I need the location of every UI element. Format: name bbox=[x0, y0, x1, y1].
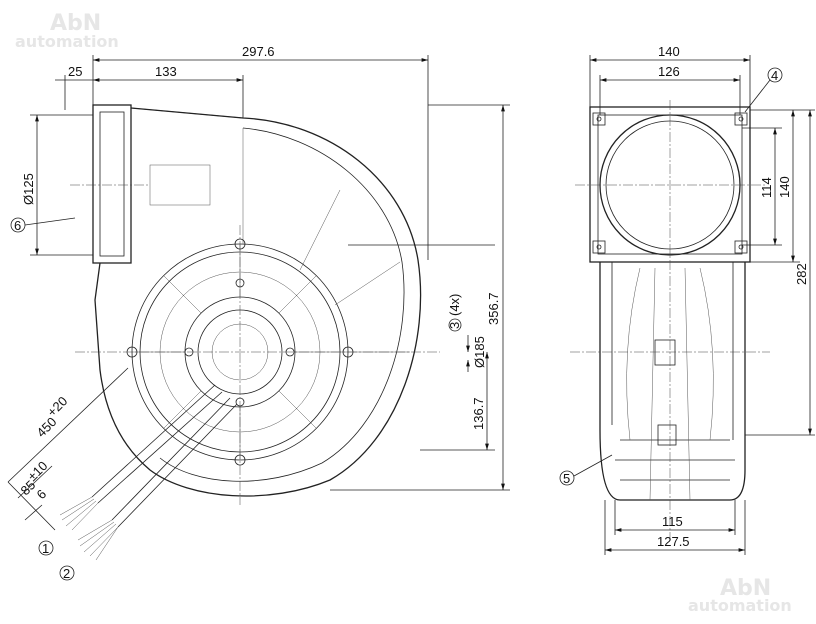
callout-5: 5 bbox=[559, 454, 613, 486]
dim-flange-height: 140 bbox=[777, 176, 792, 198]
housing-side bbox=[599, 262, 746, 501]
callout-4: 4 bbox=[744, 67, 783, 113]
scroll-housing bbox=[94, 107, 422, 497]
svg-text:6: 6 bbox=[14, 218, 21, 233]
dim-hole-spacing: 114 bbox=[759, 177, 774, 198]
dim-total-height: 282 bbox=[794, 263, 809, 285]
svg-text:(4x): (4x) bbox=[447, 294, 462, 316]
cables bbox=[59, 384, 238, 561]
dim-outlet-to-center: 133 bbox=[155, 64, 177, 79]
watermark-bottom: AbN automation bbox=[688, 576, 792, 615]
callout-6: 6 bbox=[10, 217, 76, 233]
dim-base-outer: 127.5 bbox=[657, 534, 690, 549]
dim-overall-width: 297.6 bbox=[242, 44, 275, 59]
dim-overall-height: 356.7 bbox=[486, 292, 501, 325]
svg-text:AbN: AbN bbox=[720, 576, 771, 601]
svg-text:1: 1 bbox=[42, 541, 49, 556]
front-view: 297.6 25 133 Ø125 356.7 136.7 Ø185 3 (4x… bbox=[7, 44, 510, 581]
svg-text:AbN: AbN bbox=[50, 11, 101, 36]
svg-text:2: 2 bbox=[63, 566, 70, 581]
dim-mount-diameter: Ø185 bbox=[472, 336, 487, 368]
dim-flange-width: 140 bbox=[658, 44, 680, 59]
dim-wire-strip: 6 bbox=[34, 486, 50, 502]
dim-bore-width: 126 bbox=[658, 64, 680, 79]
watermark-top: AbN automation bbox=[15, 11, 119, 51]
dim-cable-length: 450 +20 bbox=[34, 393, 71, 440]
svg-text:automation: automation bbox=[688, 596, 792, 615]
dim-base-inner: 115 bbox=[662, 514, 683, 529]
callout-3: 3 (4x) bbox=[447, 294, 462, 332]
svg-text:automation: automation bbox=[15, 32, 119, 51]
callout-1: 1 bbox=[38, 540, 54, 556]
flange-holes bbox=[592, 112, 748, 254]
dim-center-height: 136.7 bbox=[471, 397, 486, 430]
callout-2: 2 bbox=[59, 565, 75, 581]
svg-text:3: 3 bbox=[447, 322, 462, 329]
svg-text:4: 4 bbox=[771, 68, 778, 83]
side-view: 140 126 114 140 282 115 127.5 4 5 bbox=[559, 44, 815, 555]
outlet-flange bbox=[92, 104, 132, 264]
dim-outlet-diameter: Ø125 bbox=[21, 173, 36, 205]
dim-outlet-offset: 25 bbox=[68, 64, 82, 79]
svg-text:5: 5 bbox=[563, 471, 570, 486]
